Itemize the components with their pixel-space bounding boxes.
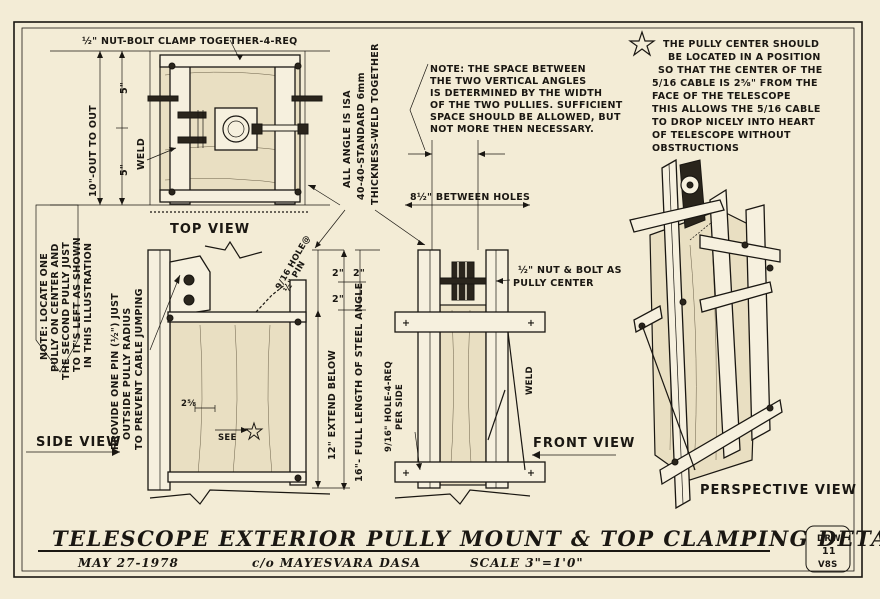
star-note-line: THE PULLY CENTER SHOULD <box>663 39 819 50</box>
star-note-line: OBSTRUCTIONS <box>652 143 739 154</box>
see-star-icon <box>244 421 264 441</box>
angle-note-line1: ALL ANGLE IS ISA <box>342 90 353 188</box>
see-label: SEE <box>218 433 237 443</box>
dim-2-c: 2" <box>353 268 365 279</box>
locate-note-line4: TO IT'S LEFT AS SHOWN <box>72 237 83 372</box>
nut-bolt-label-1: ½" NUT & BOLT AS <box>518 265 622 276</box>
perspective-view-drawing <box>629 158 783 510</box>
locate-note-line2: PULLY ON CENTER AND <box>50 243 61 372</box>
drawing-number-line2: 11 <box>822 546 836 557</box>
space-note-line: IS DETERMINED BY THE WIDTH <box>430 88 602 99</box>
angle-leader-2 <box>314 209 346 249</box>
drawing-number-box <box>805 525 851 573</box>
extend-below-label: 12" EXTEND BELOW <box>327 350 338 460</box>
nut-bolt-label-2: PULLY CENTER <box>513 278 594 289</box>
dim-2-a: 2" <box>332 268 344 279</box>
full-length-label: 16"- FULL LENGTH OF STEEL ANGLE <box>354 283 365 482</box>
pin-note-line1: PROVIDE ONE PIN (½") JUST <box>110 293 121 450</box>
weld-label-top: WELD <box>136 138 147 170</box>
top-view-drawing <box>50 39 330 213</box>
drawing-number-line3: V8S <box>818 560 838 570</box>
drawing-title: TELESCOPE EXTERIOR PULLY MOUNT & TOP CLA… <box>52 526 880 551</box>
angle-note-line2: 40-40-STANDARD 6mm <box>356 72 367 200</box>
hole-req-label-1: 9/16" HOLE-4-REQ <box>384 361 394 452</box>
star-note-line: BE LOCATED IN A POSITION <box>668 52 821 63</box>
svg-text:+: + <box>527 468 535 479</box>
outer-border <box>13 21 863 578</box>
star-note-line: TO DROP NICELY INTO HEART <box>652 117 815 128</box>
inner-border <box>21 27 855 572</box>
star-note-line: THIS ALLOWS THE 5/16 CABLE <box>652 104 821 115</box>
front-view-label: FRONT VIEW <box>533 436 635 451</box>
space-note: NOTE: THE SPACE BETWEEN THE TWO VERTICAL… <box>409 63 623 151</box>
dim-out-to-out: 10"-OUT TO OUT <box>88 105 99 197</box>
side-view-label: SIDE VIEW <box>36 435 122 450</box>
dim-5-top: 5" <box>119 82 130 94</box>
vertical-dimensions <box>312 249 380 490</box>
space-note-line: NOT MORE THEN NECESSARY. <box>430 124 594 135</box>
weld-label-front: WELD <box>525 366 535 395</box>
space-note-line: SPACE SHOULD BE ALLOWED, BUT <box>430 112 621 123</box>
star-note: THE PULLY CENTER SHOULD BE LOCATED IN A … <box>628 30 823 154</box>
space-note-line: OF THE TWO PULLIES. SUFFICIENT <box>430 100 623 111</box>
dim-2-5-8: 2⅝ <box>181 399 196 409</box>
drawing-number-line1: DRW. <box>817 534 844 544</box>
star-note-line: SO THAT THE CENTER OF THE <box>658 65 823 76</box>
space-note-line: THE TWO VERTICAL ANGLES <box>430 76 586 87</box>
space-note-line: NOTE: THE SPACE BETWEEN <box>430 64 586 75</box>
drawing-scale: SCALE 3"=1'0" <box>470 556 584 570</box>
svg-text:+: + <box>402 468 410 479</box>
front-view-drawing: + + + + <box>394 140 616 505</box>
pin-note-line2: OUTSIDE PULLY RADIUS <box>122 308 133 440</box>
dim-5-bottom: 5" <box>119 164 130 176</box>
locate-note-line5: IN THIS ILLUSTRATION <box>83 243 94 368</box>
between-holes-label: 8½" BETWEEN HOLES <box>410 192 530 203</box>
drawing-author: c/o MAYESVARA DASA <box>252 556 421 570</box>
hole-req-label-2: PER SIDE <box>395 384 405 430</box>
top-view-label: TOP VIEW <box>170 222 250 237</box>
locate-note-line3: THE SECOND PULLY JUST <box>61 242 72 380</box>
star-icon <box>628 30 656 57</box>
dim-2-b: 2" <box>332 294 344 305</box>
star-note-line: 5/16 CABLE IS 2⅝" FROM THE <box>652 78 818 89</box>
svg-text:+: + <box>402 318 410 329</box>
star-note-line: OF TELESCOPE WITHOUT <box>652 130 791 141</box>
angle-note-line3: THICKNESS-WELD TOGETHER <box>370 43 381 205</box>
star-note-line: FACE OF THE TELESCOPE <box>652 91 791 102</box>
locate-note-line1: NOTE: LOCATE ONE <box>39 253 50 360</box>
angle-leader-3 <box>374 209 426 246</box>
perspective-view-label: PERSPECTIVE VIEW <box>700 483 857 498</box>
drawing-date: MAY 27-1978 <box>77 556 179 570</box>
clamp-label: ½" NUT-BOLT CLAMP TOGETHER-4-REQ <box>82 36 298 47</box>
svg-text:+: + <box>527 318 535 329</box>
pin-note-line3: TO PREVENT CABLE JUMPING <box>134 288 145 450</box>
pin-leader <box>149 274 181 351</box>
side-view-drawing <box>26 240 331 505</box>
locate-note-frame <box>35 204 79 373</box>
